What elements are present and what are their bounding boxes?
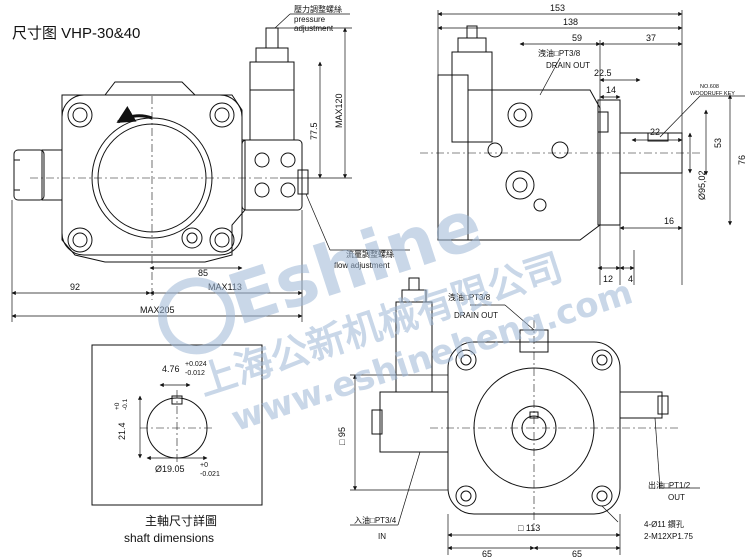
shaft-dimensions <box>137 382 208 461</box>
dim-77-5: 77.5 <box>309 122 319 140</box>
bottom-inlet-port <box>379 391 449 453</box>
dim-key-tol-2: -0.012 <box>185 370 205 377</box>
outlet-label-en: OUT <box>668 493 685 502</box>
side-port-a <box>507 102 533 128</box>
shaft-caption-cn: 主軸尺寸詳圖 <box>145 513 217 528</box>
dim-65-left: 65 <box>482 549 492 559</box>
key-note-1: NO.608 <box>700 84 719 90</box>
pressure-tower <box>249 61 295 141</box>
dim-max205: MAX205 <box>140 305 175 315</box>
compensator-body <box>241 139 303 211</box>
dim-max120: MAX120 <box>334 93 344 128</box>
bottom-hole-br <box>591 485 613 507</box>
rotation-arrow <box>116 106 153 124</box>
front-hole-br <box>209 227 235 253</box>
front-body-outline <box>41 81 246 263</box>
inlet-label-cn: 入油□PT3/4 <box>354 515 397 525</box>
dim-sq95: □ 95 <box>337 427 347 445</box>
dim-shaft-h-tol-1: +0 <box>114 402 121 410</box>
dim-59: 59 <box>572 33 582 43</box>
dim-153: 153 <box>550 3 565 13</box>
drawing-title: 尺寸图 VHP-30&40 <box>12 25 140 42</box>
front-view <box>13 27 309 300</box>
bottom-hole-bl <box>455 485 477 507</box>
dim-85: 85 <box>198 268 208 278</box>
watermark-logo <box>158 277 236 355</box>
flow-label-cn: 流量調整螺絲 <box>346 249 394 259</box>
dim-shaft-d-tol-2: -0.021 <box>200 471 220 478</box>
dim-sq113: □ 113 <box>518 523 540 533</box>
dim-shaft-h: 21.4 <box>117 422 127 440</box>
dim-22: 22 <box>650 127 660 137</box>
dim-key-width: 4.76 <box>162 364 180 374</box>
dim-22-5: 22.5 <box>594 68 612 78</box>
dim-shaft-diameter: Ø19.05 <box>155 464 185 474</box>
dim-max113: MAX113 <box>208 282 242 292</box>
flow-label-en: flow adjustment <box>334 261 390 270</box>
side-body <box>467 89 601 241</box>
bottom-hole-tl <box>455 349 477 371</box>
key-note-2: WOODRUFF KEY <box>690 91 735 97</box>
front-hole-tr <box>209 102 235 128</box>
thread-label: 2-M12XP1.75 <box>644 532 693 541</box>
mount-holes-label: 4-Ø11 鑽孔 <box>644 519 684 529</box>
dim-key-tol-1: +0.024 <box>185 361 207 368</box>
pressure-label-en2: adjustment <box>294 24 334 33</box>
drain-label-en-top: DRAIN OUT <box>546 61 590 70</box>
bottom-hole-tr <box>591 349 613 371</box>
watermark: Eshine 上海公新机械有限公司 www.eshineheng.com <box>158 183 637 440</box>
pressure-screw <box>265 27 279 49</box>
pressure-label-en1: pressure <box>294 15 326 24</box>
front-hole-bm <box>181 227 203 249</box>
dim-16: 16 <box>664 216 674 226</box>
side-flange <box>597 99 621 226</box>
front-hole-tl <box>67 102 93 128</box>
side-port-b <box>505 170 535 200</box>
dim-shaft-d-tol-1: +0 <box>200 462 208 469</box>
shaft-caption-en: shaft dimensions <box>124 531 214 545</box>
dim-65-right: 65 <box>572 549 582 559</box>
side-view <box>420 25 700 241</box>
bottom-outlet-port <box>619 391 663 419</box>
dim-37: 37 <box>646 33 656 43</box>
dim-76: 76 <box>737 155 747 165</box>
front-hole-bl <box>67 227 93 253</box>
dim-shaft-h-tol-2: -0.1 <box>122 398 129 410</box>
dim-4: 4 <box>628 274 633 284</box>
drain-label-cn-bottom: 洩油□PT3/8 <box>448 292 491 302</box>
inlet-label-en: IN <box>378 532 386 541</box>
bottom-dimensions <box>350 304 700 555</box>
flow-screw <box>297 169 309 195</box>
pressure-label-cn: 壓力調整螺絲 <box>294 4 342 14</box>
side-dimensions <box>437 10 745 285</box>
dim-12: 12 <box>603 274 613 284</box>
drain-label-cn-top: 洩油□PT3/8 <box>538 48 581 58</box>
front-side-port <box>13 149 45 201</box>
side-port-c <box>551 141 569 159</box>
dim-92: 92 <box>70 282 80 292</box>
side-pressure-tower <box>451 51 493 143</box>
outlet-label-cn: 出油□PT1/2 <box>648 480 691 490</box>
dim-phi95: Ø95,02 <box>697 170 707 200</box>
drain-label-en-bottom: DRAIN OUT <box>454 311 498 320</box>
dim-138: 138 <box>563 17 578 27</box>
dim-14: 14 <box>606 85 616 95</box>
dim-53: 53 <box>713 138 723 148</box>
